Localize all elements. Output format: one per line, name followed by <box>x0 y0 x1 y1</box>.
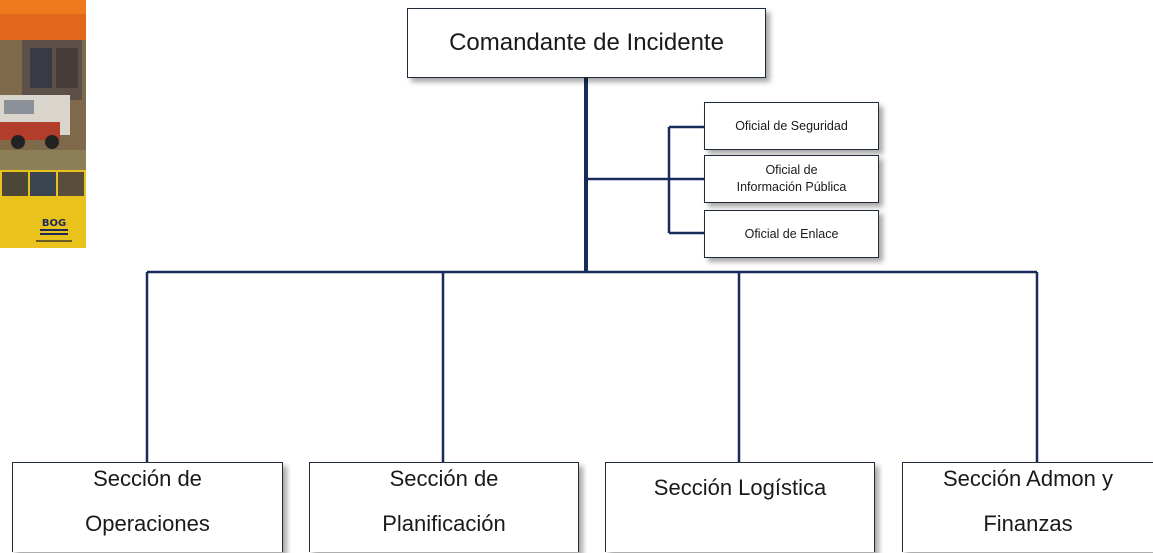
cover-photo: BOG <box>0 0 86 248</box>
liaison-officer-label: Oficial de Enlace <box>744 226 839 241</box>
liaison-officer-box: Oficial de Enlace <box>704 210 879 258</box>
logistics-section-label: Sección Logística <box>653 475 827 500</box>
operations-section-label-line2: Operaciones <box>85 510 210 536</box>
public-info-officer-label-line2: Información Pública <box>736 180 847 194</box>
incident-commander-box: Comandante de Incidente <box>407 8 766 78</box>
public-info-officer-label-line1: Oficial de <box>765 163 818 177</box>
safety-officer-box: Oficial de Seguridad <box>704 102 879 150</box>
finance-section-label-line1: Sección Admon y <box>943 465 1113 491</box>
finance-section-label-line2: Finanzas <box>983 510 1073 536</box>
incident-commander-label: Comandante de Incidente <box>449 29 724 56</box>
operations-section-box: Sección de Operaciones <box>12 462 283 552</box>
planning-section-label-line2: Planificación <box>382 510 506 536</box>
finance-section-box: Sección Admon y Finanzas <box>902 462 1153 552</box>
org-chart-connectors <box>145 78 1039 462</box>
planning-section-box: Sección de Planificación <box>309 462 579 552</box>
safety-officer-label: Oficial de Seguridad <box>735 118 848 133</box>
operations-section-label-line1: Sección de <box>93 465 202 491</box>
logo-text: BOG <box>42 218 66 229</box>
public-info-officer-box: Oficial de Información Pública <box>704 155 879 203</box>
logistics-section-box: Sección Logística <box>605 462 875 552</box>
planning-section-label-line1: Sección de <box>389 465 499 491</box>
